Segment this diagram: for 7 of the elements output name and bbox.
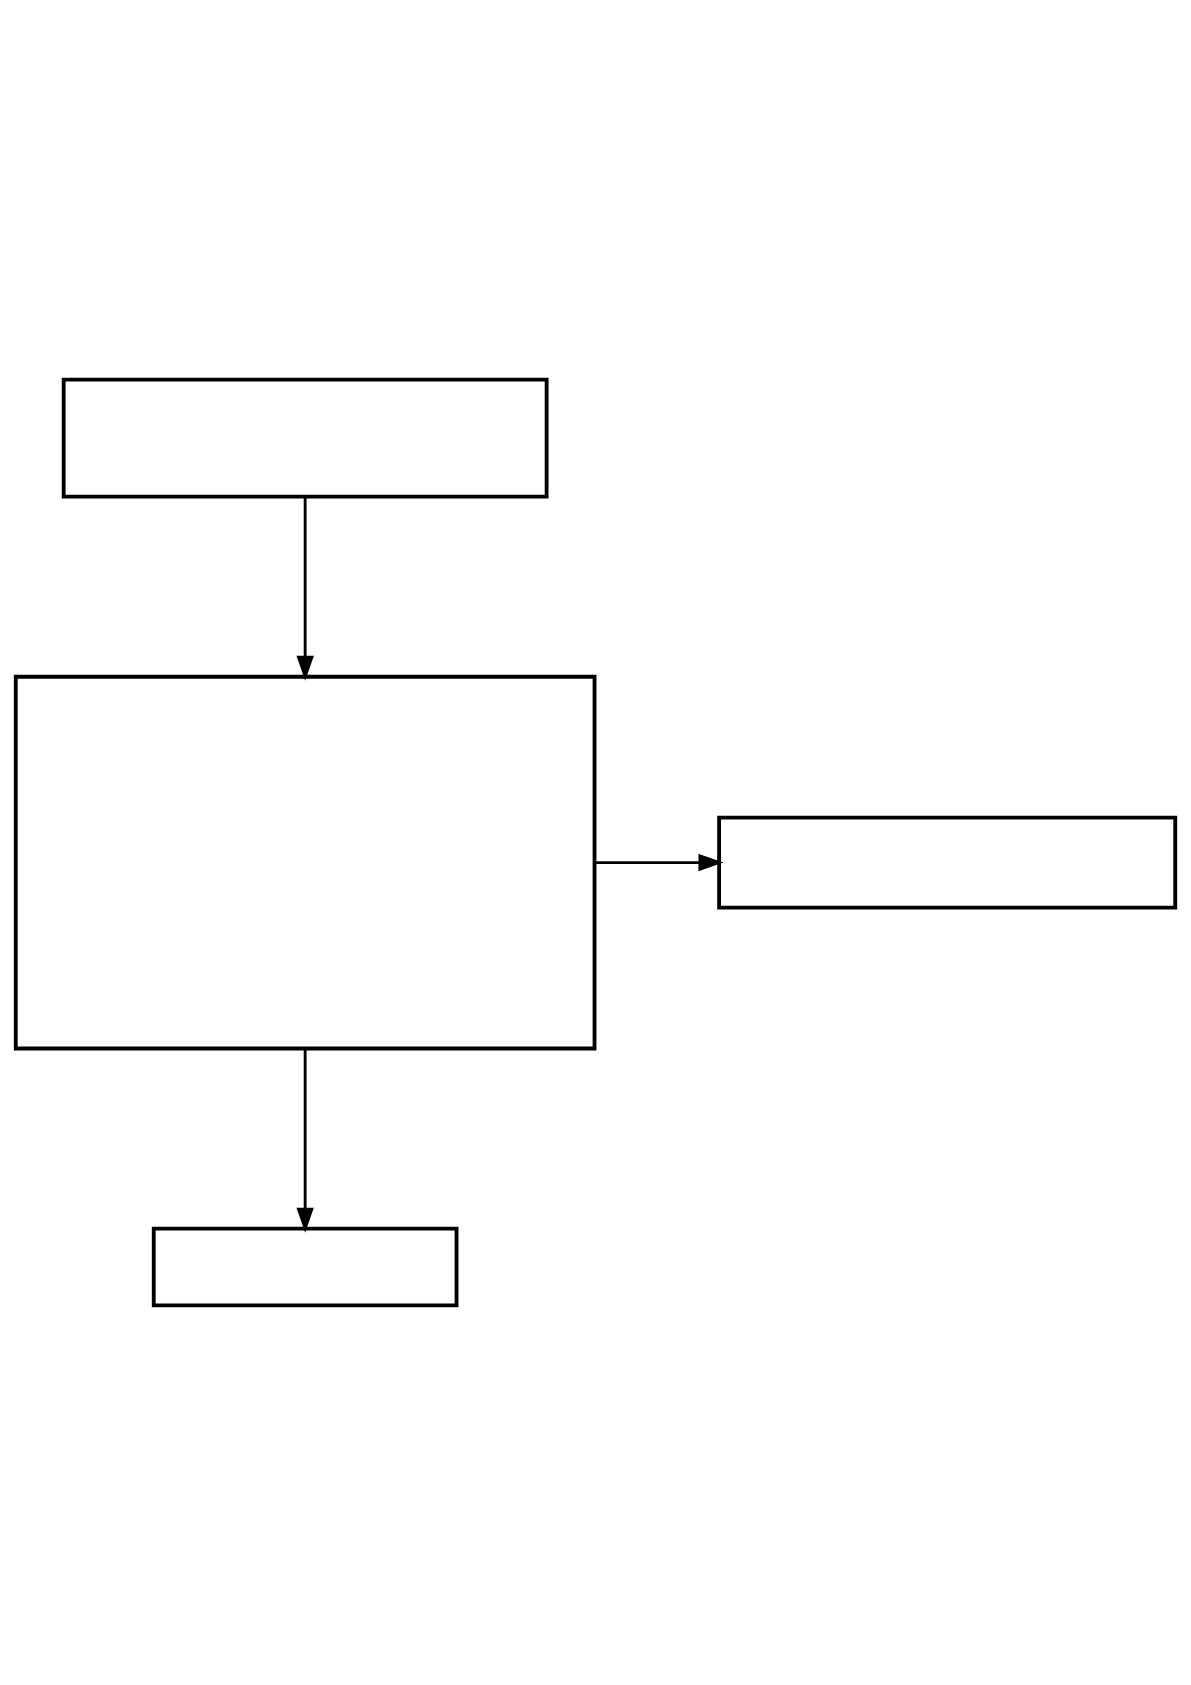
arrow bbox=[296, 1048, 314, 1233]
arrow bbox=[296, 497, 314, 681]
node-box bbox=[151, 1226, 459, 1308]
node-box bbox=[61, 377, 549, 499]
arrow bbox=[595, 853, 724, 872]
node-box bbox=[13, 674, 597, 1051]
node-box bbox=[717, 815, 1178, 910]
